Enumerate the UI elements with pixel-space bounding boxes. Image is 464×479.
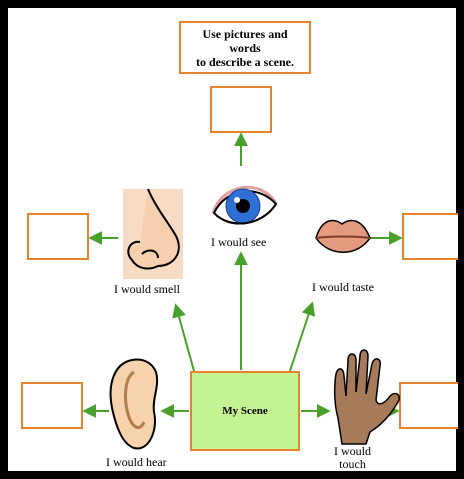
arrow-center-to-lips xyxy=(289,301,316,372)
answer-box-taste[interactable] xyxy=(402,213,460,260)
outer-frame: Use pictures and words to describe a sce… xyxy=(6,6,458,473)
center-scene-box: My Scene xyxy=(190,371,300,451)
nose-icon xyxy=(123,188,183,279)
arrow-center-to-nose xyxy=(172,303,195,372)
instructions-box: Use pictures and words to describe a sce… xyxy=(179,21,311,74)
label-taste: I would taste xyxy=(312,280,374,294)
instructions-line-1: Use pictures and words xyxy=(202,26,288,55)
answer-box-see[interactable] xyxy=(210,86,272,133)
diagram-canvas xyxy=(21,86,460,450)
hand-icon xyxy=(333,349,401,445)
instructions-line-2: to describe a scene. xyxy=(196,54,294,69)
label-smell: I would smell xyxy=(114,282,180,296)
lips-icon xyxy=(315,219,371,253)
answer-box-smell[interactable] xyxy=(27,213,89,260)
center-scene-label: My Scene xyxy=(222,405,268,417)
answer-box-hear[interactable] xyxy=(21,382,83,429)
label-touch-line-1: I would xyxy=(334,444,371,458)
label-hear: I would hear xyxy=(106,455,167,469)
eye-icon xyxy=(211,185,278,225)
label-see: I would see xyxy=(211,235,267,249)
ear-icon xyxy=(109,358,159,450)
label-touch-line-2: touch xyxy=(339,457,366,471)
label-touch: I would touch xyxy=(334,445,371,471)
answer-box-touch[interactable] xyxy=(399,382,460,429)
